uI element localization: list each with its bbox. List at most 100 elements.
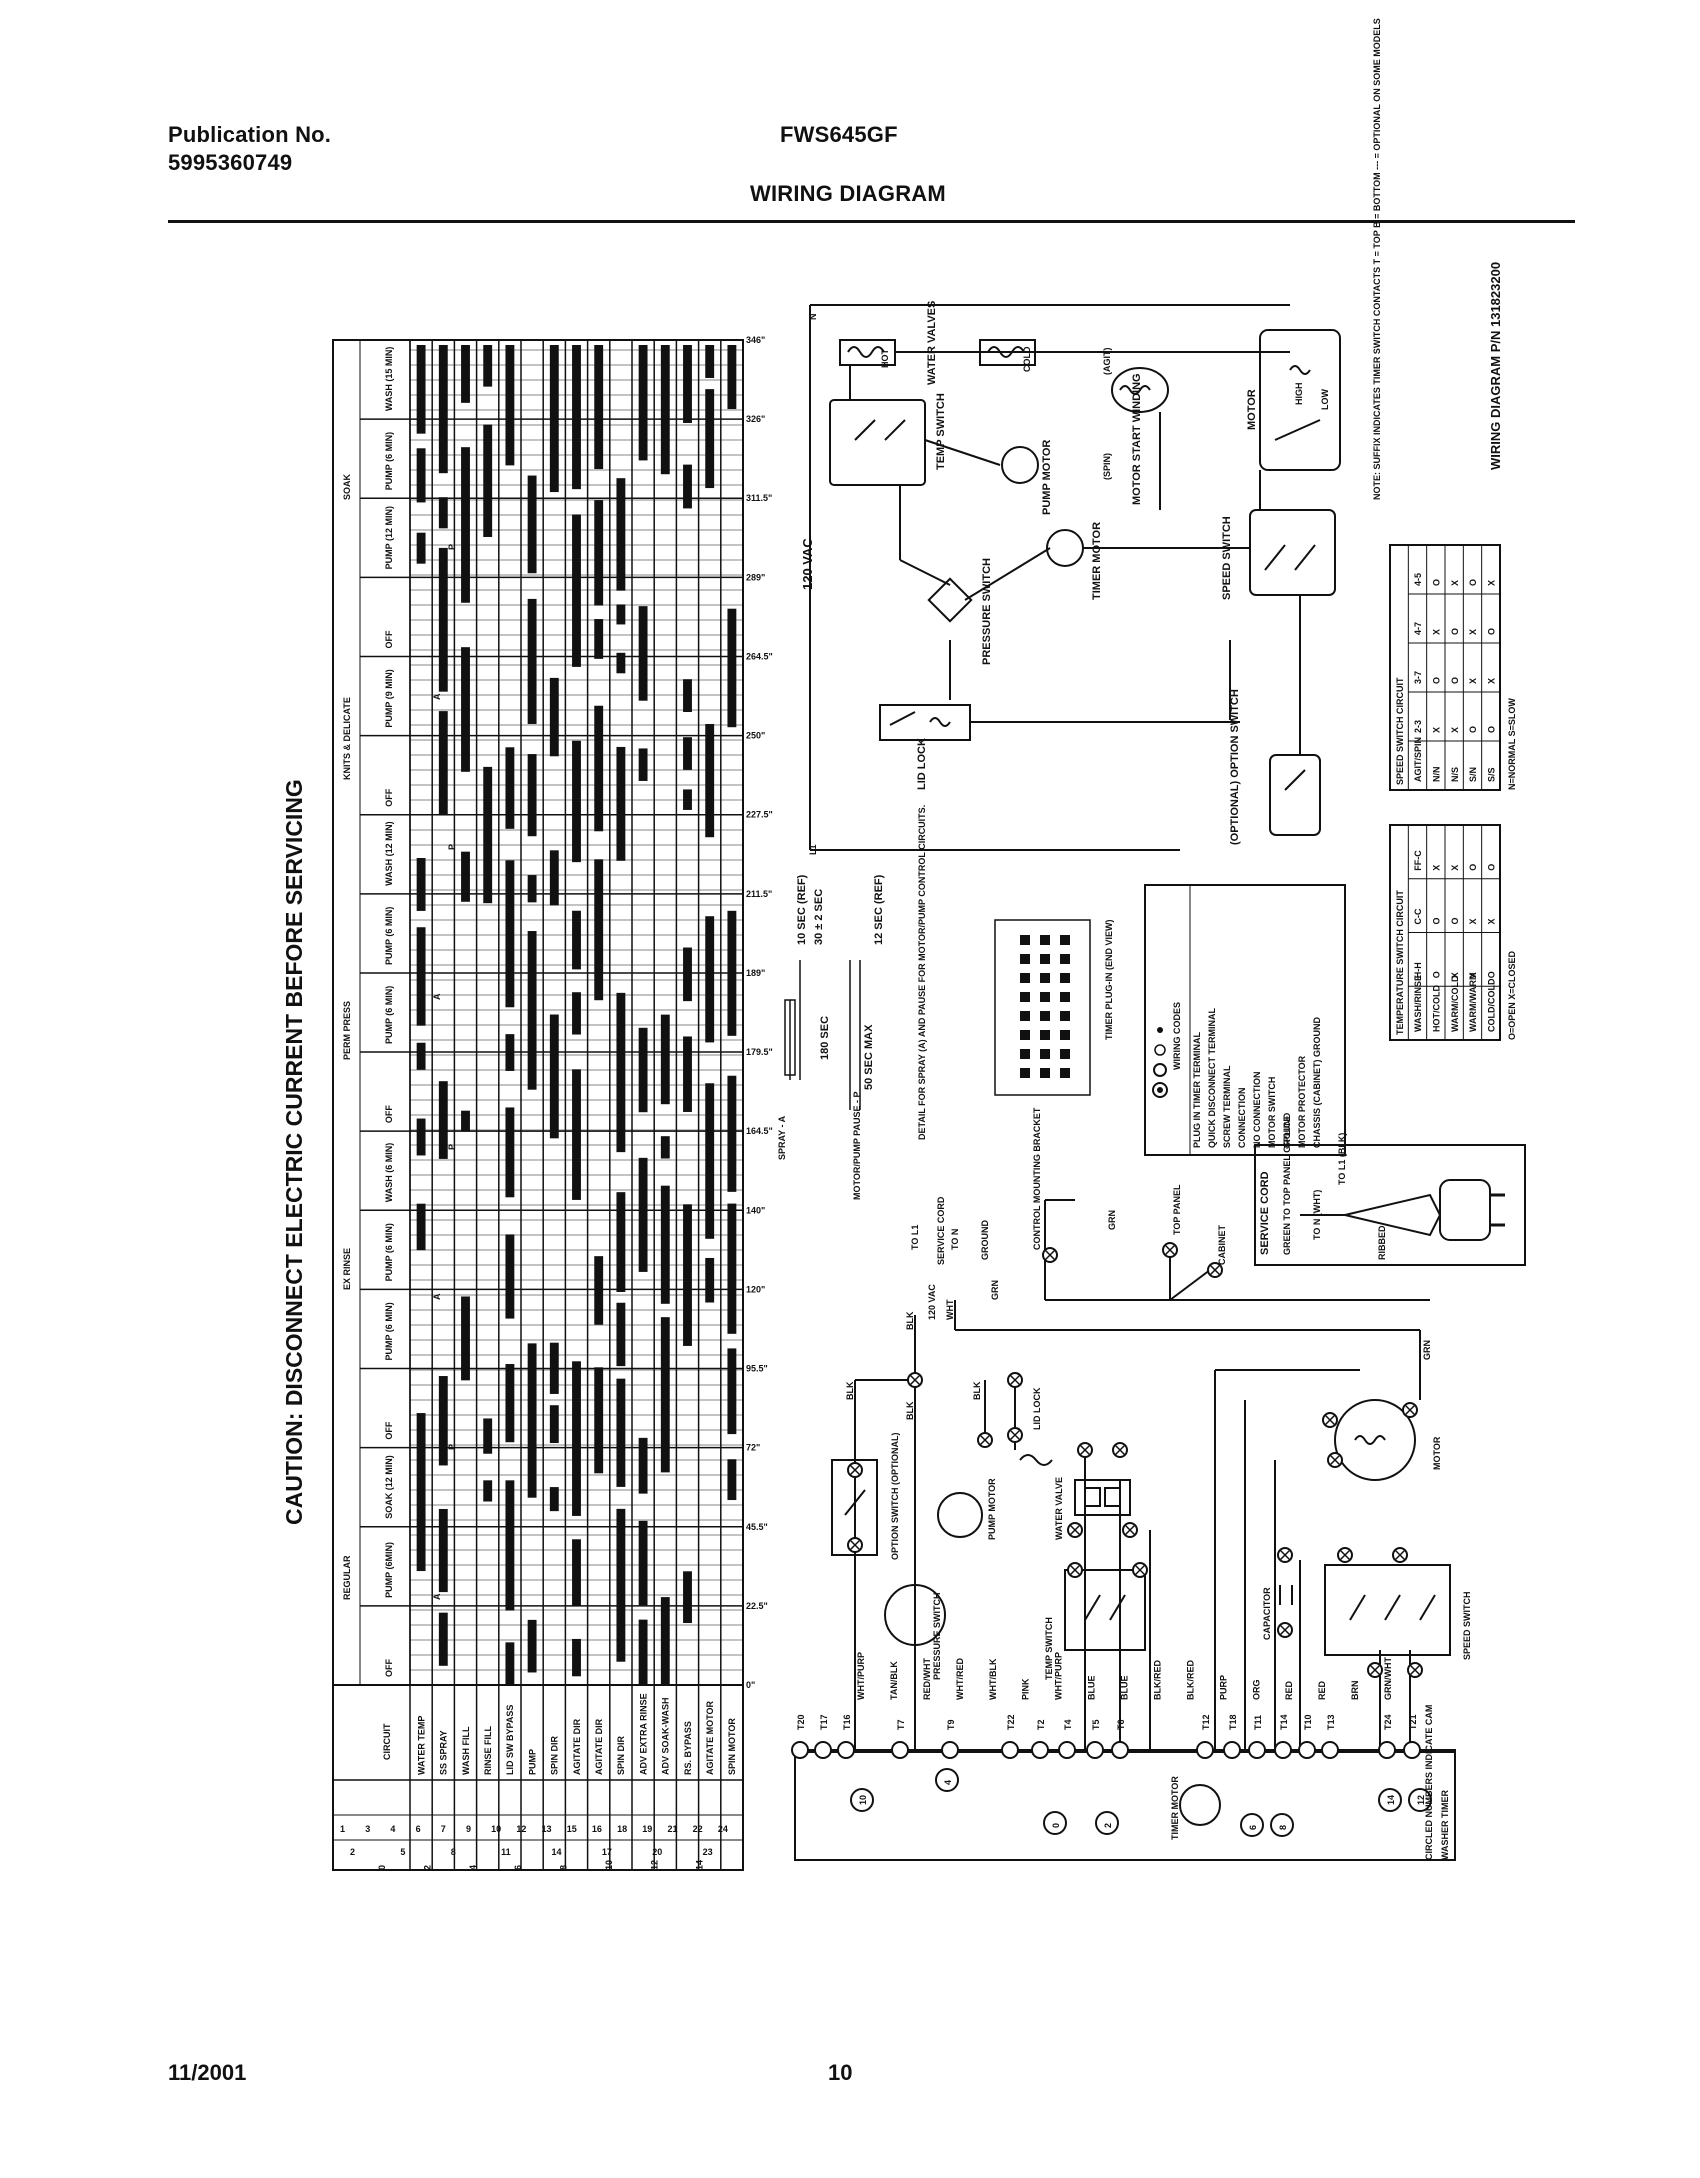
water-valves-label: WATER VALVES [926,301,938,385]
timer-plug-pin [1040,973,1050,983]
chart-contact-bar [505,1480,515,1611]
chart-terminal-a: 18 [617,1824,627,1834]
chart-contact-bar [638,1619,648,1685]
cam-number: 4 [943,1780,953,1785]
chart-contact-bar [438,345,448,474]
chart-contact-bar [505,860,515,1008]
chart-contact-bar [461,447,470,603]
chart-contact-bar [616,1302,626,1367]
pic-lid-lock: LID LOCK [1032,1387,1042,1430]
chart-contact-bar [527,1343,537,1498]
lid-lock-label: LID LOCK [916,738,928,790]
speed-table-cell: S/S [1487,767,1497,782]
pic-speed-switch: SPEED SWITCH [1462,1591,1472,1660]
chart-contact-bar [683,737,692,770]
chart-cam-number: 4 [468,1865,478,1870]
chart-contact-bar [461,647,470,772]
chart-phase-label: PUMP (6 MIN) [384,986,394,1044]
option-switch-label: (OPTIONAL) OPTION SWITCH [1229,689,1241,845]
chart-contact-bar [660,345,670,475]
cam-circle [1270,1813,1294,1837]
wiring-code-item: QUICK DISCONNECT TERMINAL [1207,1008,1217,1148]
chart-contact-bar [416,1413,426,1572]
quick-disconnect-cross [1114,1444,1126,1456]
chart-contact-bar [683,1204,692,1346]
wire-color-label: BLUE [1120,1676,1130,1701]
timer-plug-pin [1020,1011,1030,1021]
chart-ap-mark: A [432,1293,442,1300]
chart-time-mark: 289" [746,572,765,582]
chart-circuit-label: AGITATE DIR [594,1718,604,1775]
chart-contact-bar [461,1296,470,1381]
motor-label: MOTOR [1246,389,1258,430]
pictorial-labels: TO L1 SERVICE CORD TO N GROUND CONTROL M… [845,1107,1472,1860]
timer-plug-pin [1040,1030,1050,1040]
timer-terminal-node [1248,1741,1266,1759]
chart-contact-bar [483,1418,493,1454]
timing-detail-labels: 10 SEC (REF) 30 ± 2 SEC 12 SEC (REF) 180… [777,805,927,1200]
timer-plug-pin [1020,1030,1030,1040]
chart-contact-bar [727,1075,737,1192]
service-cord-to-l1: TO L1 (BLK) [1337,1133,1347,1185]
pic-to-n: TO N [950,1229,960,1250]
footer-date: 11/2001 [168,2060,247,2085]
chart-time-mark: 311.5" [746,493,772,503]
timer-terminal-label: T18 [1228,1714,1238,1730]
timer-terminal-node [1298,1741,1316,1759]
chart-contact-bar [660,1014,670,1105]
timer-plug-pin [1020,992,1030,1002]
timer-terminal-node [1111,1741,1129,1759]
timer-terminal-node [1058,1741,1076,1759]
quick-disconnect-cross [849,1539,861,1551]
speed-table-cell: O [1468,726,1478,733]
cold-label: COLD [1022,346,1032,372]
chart-contact-bar [705,389,715,489]
timer-plug-pin [1060,1011,1070,1021]
pic-pump-motor: PUMP MOTOR [987,1478,997,1540]
timer-terminal-node [1086,1741,1104,1759]
chart-contact-bar [549,345,559,493]
timer-plug-pin [1060,1049,1070,1059]
chart-cam-number: 14 [695,1860,705,1870]
chart-contact-bar [461,851,470,902]
timer-terminal-label: T11 [1253,1715,1263,1730]
chart-contact-bar [638,1027,648,1113]
chart-contact-bar [638,1437,648,1494]
chart-cycle-label: PERM PRESS [342,1001,352,1060]
chart-contact-bar [683,464,692,509]
chart-circuit-label: SS SPRAY [439,1730,449,1775]
speed-table-cell: X [1468,629,1478,635]
quick-disconnect-cross [1404,1404,1416,1416]
hot-label: HOT [880,349,890,369]
quick-disconnect-cross [1134,1564,1146,1576]
line-n-label: N [808,314,818,321]
timer-plug-pin [1060,935,1070,945]
page-title: WIRING DIAGRAM [750,181,946,206]
timer-plug-end-view: TIMER PLUG-IN (END VIEW) [994,919,1114,1096]
chart-time-mark: 227.5" [746,810,773,820]
chart-contact-bar [505,345,515,466]
pic-timer-motor: TIMER MOTOR [1170,1776,1180,1840]
wiring-code-item: PLUG IN TIMER TERMINAL [1192,1032,1202,1148]
chart-contact-bar [572,514,581,667]
chart-circuit-label: SPIN DIR [616,1735,626,1775]
chart-contact-bar [483,766,493,904]
chart-ap-mark: P [447,1144,457,1150]
quick-disconnect-cross [1009,1374,1021,1386]
speed-table-cell: S/N [1468,767,1478,782]
chart-circuit-label: WASH FILL [461,1726,471,1775]
quick-disconnect-cross [909,1374,921,1386]
pic-service-cord: SERVICE CORD [936,1196,946,1265]
speed-table-cell: O [1468,579,1478,586]
pic-top-panel: TOP PANEL [1172,1184,1182,1235]
cam-circle [1240,1813,1264,1837]
chart-contact-bar [638,1520,648,1606]
speed-table-title: SPEED SWITCH CIRCUIT [1395,677,1405,785]
timing-note: DETAIL FOR SPRAY (A) AND PAUSE FOR MOTOR… [917,805,927,1140]
wire-color-label: RED [1284,1680,1294,1700]
chart-contact-bar [416,1042,426,1070]
wiring-code-item: NO CONNECTION [1252,1072,1262,1149]
pic-grn-2: GRN [990,1280,1000,1300]
